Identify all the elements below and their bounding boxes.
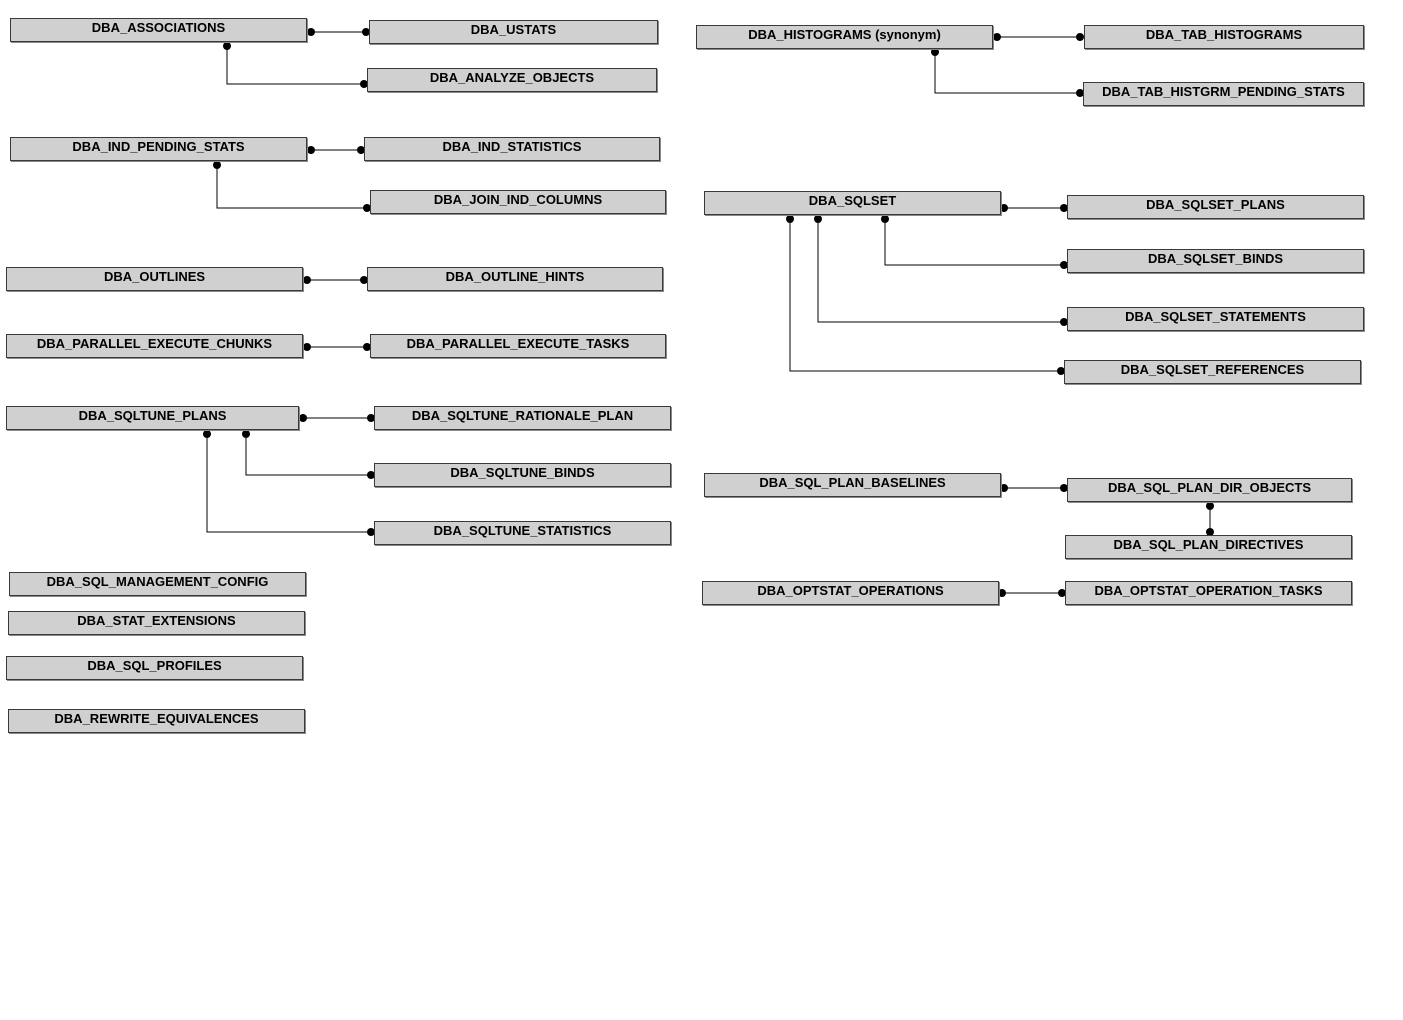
connector-dot xyxy=(1206,502,1214,510)
rel-associations-analyze-objects xyxy=(226,46,364,85)
entity-dba-associations[interactable]: DBA_ASSOCIATIONS xyxy=(10,18,307,42)
entity-dba-optstat-operations[interactable]: DBA_OPTSTAT_OPERATIONS xyxy=(702,581,999,605)
entity-dba-parallel-execute-tasks[interactable]: DBA_PARALLEL_EXECUTE_TASKS xyxy=(370,334,666,358)
rel-sqltune-plans-binds xyxy=(245,434,371,476)
entity-dba-sqltune-rationale-plan[interactable]: DBA_SQLTUNE_RATIONALE_PLAN xyxy=(374,406,671,430)
entity-dba-sqlset-references[interactable]: DBA_SQLSET_REFERENCES xyxy=(1064,360,1361,384)
entity-dba-sql-profiles[interactable]: DBA_SQL_PROFILES xyxy=(6,656,303,680)
rel-sqlset-statements xyxy=(817,219,1064,323)
entity-dba-tab-histgrm-pending-stats[interactable]: DBA_TAB_HISTGRM_PENDING_STATS xyxy=(1083,82,1364,106)
entity-dba-outline-hints[interactable]: DBA_OUTLINE_HINTS xyxy=(367,267,663,291)
entity-dba-sqlset-binds[interactable]: DBA_SQLSET_BINDS xyxy=(1067,249,1364,273)
entity-dba-ustats[interactable]: DBA_USTATS xyxy=(369,20,658,44)
connector-dot xyxy=(213,161,221,169)
connector-dot xyxy=(303,276,311,284)
entity-dba-parallel-execute-chunks[interactable]: DBA_PARALLEL_EXECUTE_CHUNKS xyxy=(6,334,303,358)
rel-sqlset-references xyxy=(789,219,1061,372)
entity-dba-sql-plan-directives[interactable]: DBA_SQL_PLAN_DIRECTIVES xyxy=(1065,535,1352,559)
entity-dba-stat-extensions[interactable]: DBA_STAT_EXTENSIONS xyxy=(8,611,305,635)
connector-dot xyxy=(998,589,1006,597)
connector-dot xyxy=(814,215,822,223)
connector-dot xyxy=(303,343,311,351)
entity-dba-sql-plan-dir-objects[interactable]: DBA_SQL_PLAN_DIR_OBJECTS xyxy=(1067,478,1352,502)
entity-dba-sqltune-plans[interactable]: DBA_SQLTUNE_PLANS xyxy=(6,406,299,430)
entity-dba-sqltune-binds[interactable]: DBA_SQLTUNE_BINDS xyxy=(374,463,671,487)
entity-dba-sqlset-plans[interactable]: DBA_SQLSET_PLANS xyxy=(1067,195,1364,219)
entity-dba-tab-histograms[interactable]: DBA_TAB_HISTOGRAMS xyxy=(1084,25,1364,49)
connector-dot xyxy=(786,215,794,223)
connector-dot xyxy=(223,42,231,50)
entity-dba-histograms-synonym[interactable]: DBA_HISTOGRAMS (synonym) xyxy=(696,25,993,49)
connector-dot xyxy=(307,28,315,36)
entity-dba-rewrite-equivalences[interactable]: DBA_REWRITE_EQUIVALENCES xyxy=(8,709,305,733)
entity-dba-sqltune-statistics[interactable]: DBA_SQLTUNE_STATISTICS xyxy=(374,521,671,545)
connector-dot xyxy=(1000,204,1008,212)
connector-dot xyxy=(881,215,889,223)
entity-dba-sqlset[interactable]: DBA_SQLSET xyxy=(704,191,1001,215)
connector-dot xyxy=(203,430,211,438)
connector-dot xyxy=(299,414,307,422)
connector-dot xyxy=(242,430,250,438)
connector-dot xyxy=(307,146,315,154)
connector-dot xyxy=(1000,484,1008,492)
rel-sqlset-binds xyxy=(884,219,1064,266)
entity-dba-ind-statistics[interactable]: DBA_IND_STATISTICS xyxy=(364,137,660,161)
rel-ind-pending-join-ind-columns xyxy=(216,165,367,209)
entity-dba-outlines[interactable]: DBA_OUTLINES xyxy=(6,267,303,291)
entity-dba-optstat-operation-tasks[interactable]: DBA_OPTSTAT_OPERATION_TASKS xyxy=(1065,581,1352,605)
entity-dba-analyze-objects[interactable]: DBA_ANALYZE_OBJECTS xyxy=(367,68,657,92)
entity-dba-sql-plan-baselines[interactable]: DBA_SQL_PLAN_BASELINES xyxy=(704,473,1001,497)
connector-dot xyxy=(931,48,939,56)
entity-dba-ind-pending-stats[interactable]: DBA_IND_PENDING_STATS xyxy=(10,137,307,161)
connector-dot xyxy=(1076,33,1084,41)
rel-histograms-histgrm-pending xyxy=(934,52,1080,94)
entity-dba-sqlset-statements[interactable]: DBA_SQLSET_STATEMENTS xyxy=(1067,307,1364,331)
entity-dba-join-ind-columns[interactable]: DBA_JOIN_IND_COLUMNS xyxy=(370,190,666,214)
entity-dba-sql-management-config[interactable]: DBA_SQL_MANAGEMENT_CONFIG xyxy=(9,572,306,596)
connector-dot xyxy=(993,33,1001,41)
rel-sqltune-plans-statistics xyxy=(206,434,371,533)
